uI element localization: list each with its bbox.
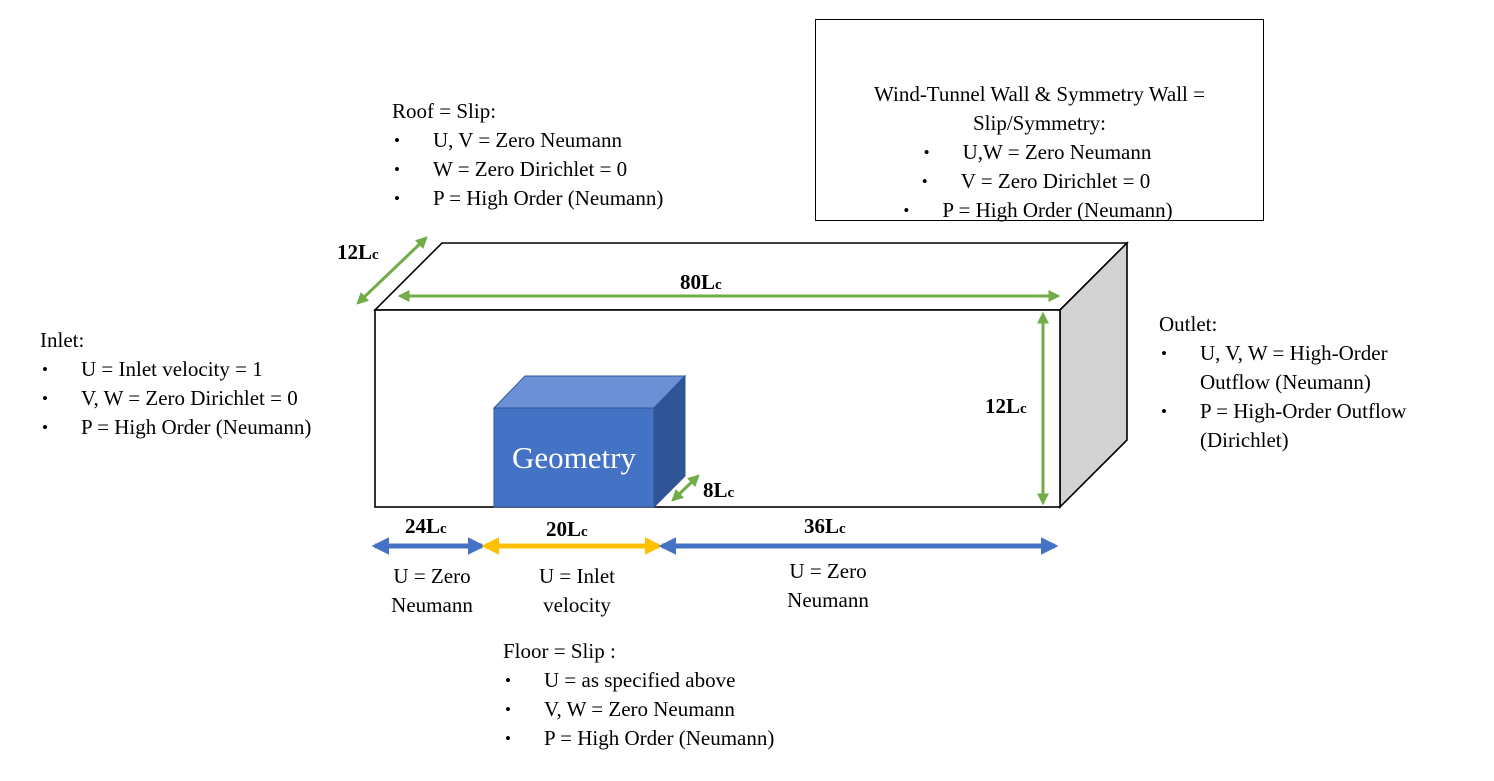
- tunnel-front-face: [374, 309, 1061, 508]
- geometry-top-face: [492, 375, 687, 409]
- geom-depth-dimension-label: 8Lc: [703, 478, 735, 502]
- outlet-item: U, V, W = High-Order Outflow (Neumann): [1159, 339, 1406, 397]
- floor-title: Floor = Slip :: [503, 639, 616, 663]
- outlet-title: Outlet:: [1159, 312, 1218, 336]
- length-dimension-label: 80Lc: [680, 270, 722, 294]
- wall-title-line2: Slip/Symmetry:: [972, 111, 1106, 135]
- wall-conditions: Wind-Tunnel Wall & Symmetry Wall = Slip/…: [815, 80, 1264, 225]
- wall-title-line1: Wind-Tunnel Wall & Symmetry Wall =: [874, 82, 1205, 106]
- wall-item: U,W = Zero Neumann: [922, 138, 1152, 167]
- floor-conditions: Floor = Slip : U = as specified above V,…: [503, 637, 774, 753]
- downstream-zone-label: U = Zero Neumann: [787, 559, 869, 612]
- upstream-dimension-label: 24Lc: [405, 514, 447, 538]
- floor-item: P = High Order (Neumann): [503, 724, 774, 753]
- geom-zone-dimension-label: 20Lc: [546, 517, 588, 541]
- roof-item: P = High Order (Neumann): [392, 184, 663, 213]
- outlet-conditions: Outlet: U, V, W = High-Order Outflow (Ne…: [1159, 310, 1406, 455]
- tunnel-top-face: [373, 242, 1129, 311]
- outlet-item: P = High-Order Outflow (Dirichlet): [1159, 397, 1406, 455]
- roof-conditions: Roof = Slip: U, V = Zero Neumann W = Zer…: [392, 97, 663, 213]
- upstream-zone-label: U = Zero Neumann: [391, 564, 473, 617]
- geom-zone-label: U = Inlet velocity: [539, 564, 615, 617]
- inlet-title: Inlet:: [40, 328, 85, 352]
- inlet-conditions: Inlet: U = Inlet velocity = 1 V, W = Zer…: [40, 326, 311, 442]
- inlet-item: P = High Order (Neumann): [40, 413, 311, 442]
- floor-item: U = as specified above: [503, 666, 774, 695]
- roof-item: U, V = Zero Neumann: [392, 126, 663, 155]
- floor-item: V, W = Zero Neumann: [503, 695, 774, 724]
- inlet-item: V, W = Zero Dirichlet = 0: [40, 384, 311, 413]
- roof-title: Roof = Slip:: [392, 99, 497, 123]
- geometry-label: Geometry: [512, 440, 636, 475]
- downstream-dimension-label: 36Lc: [804, 514, 846, 538]
- depth-arrow: [356, 236, 428, 305]
- geometry-front-face: [493, 407, 655, 508]
- height-dimension-label: 12Lc: [985, 394, 1027, 418]
- geom-depth-arrow: [671, 474, 700, 502]
- wall-item: P = High Order (Neumann): [901, 196, 1172, 225]
- roof-item: W = Zero Dirichlet = 0: [392, 155, 663, 184]
- wall-item: V = Zero Dirichlet = 0: [920, 167, 1151, 196]
- depth-dimension-label: 12Lc: [337, 240, 379, 264]
- inlet-item: U = Inlet velocity = 1: [40, 355, 311, 384]
